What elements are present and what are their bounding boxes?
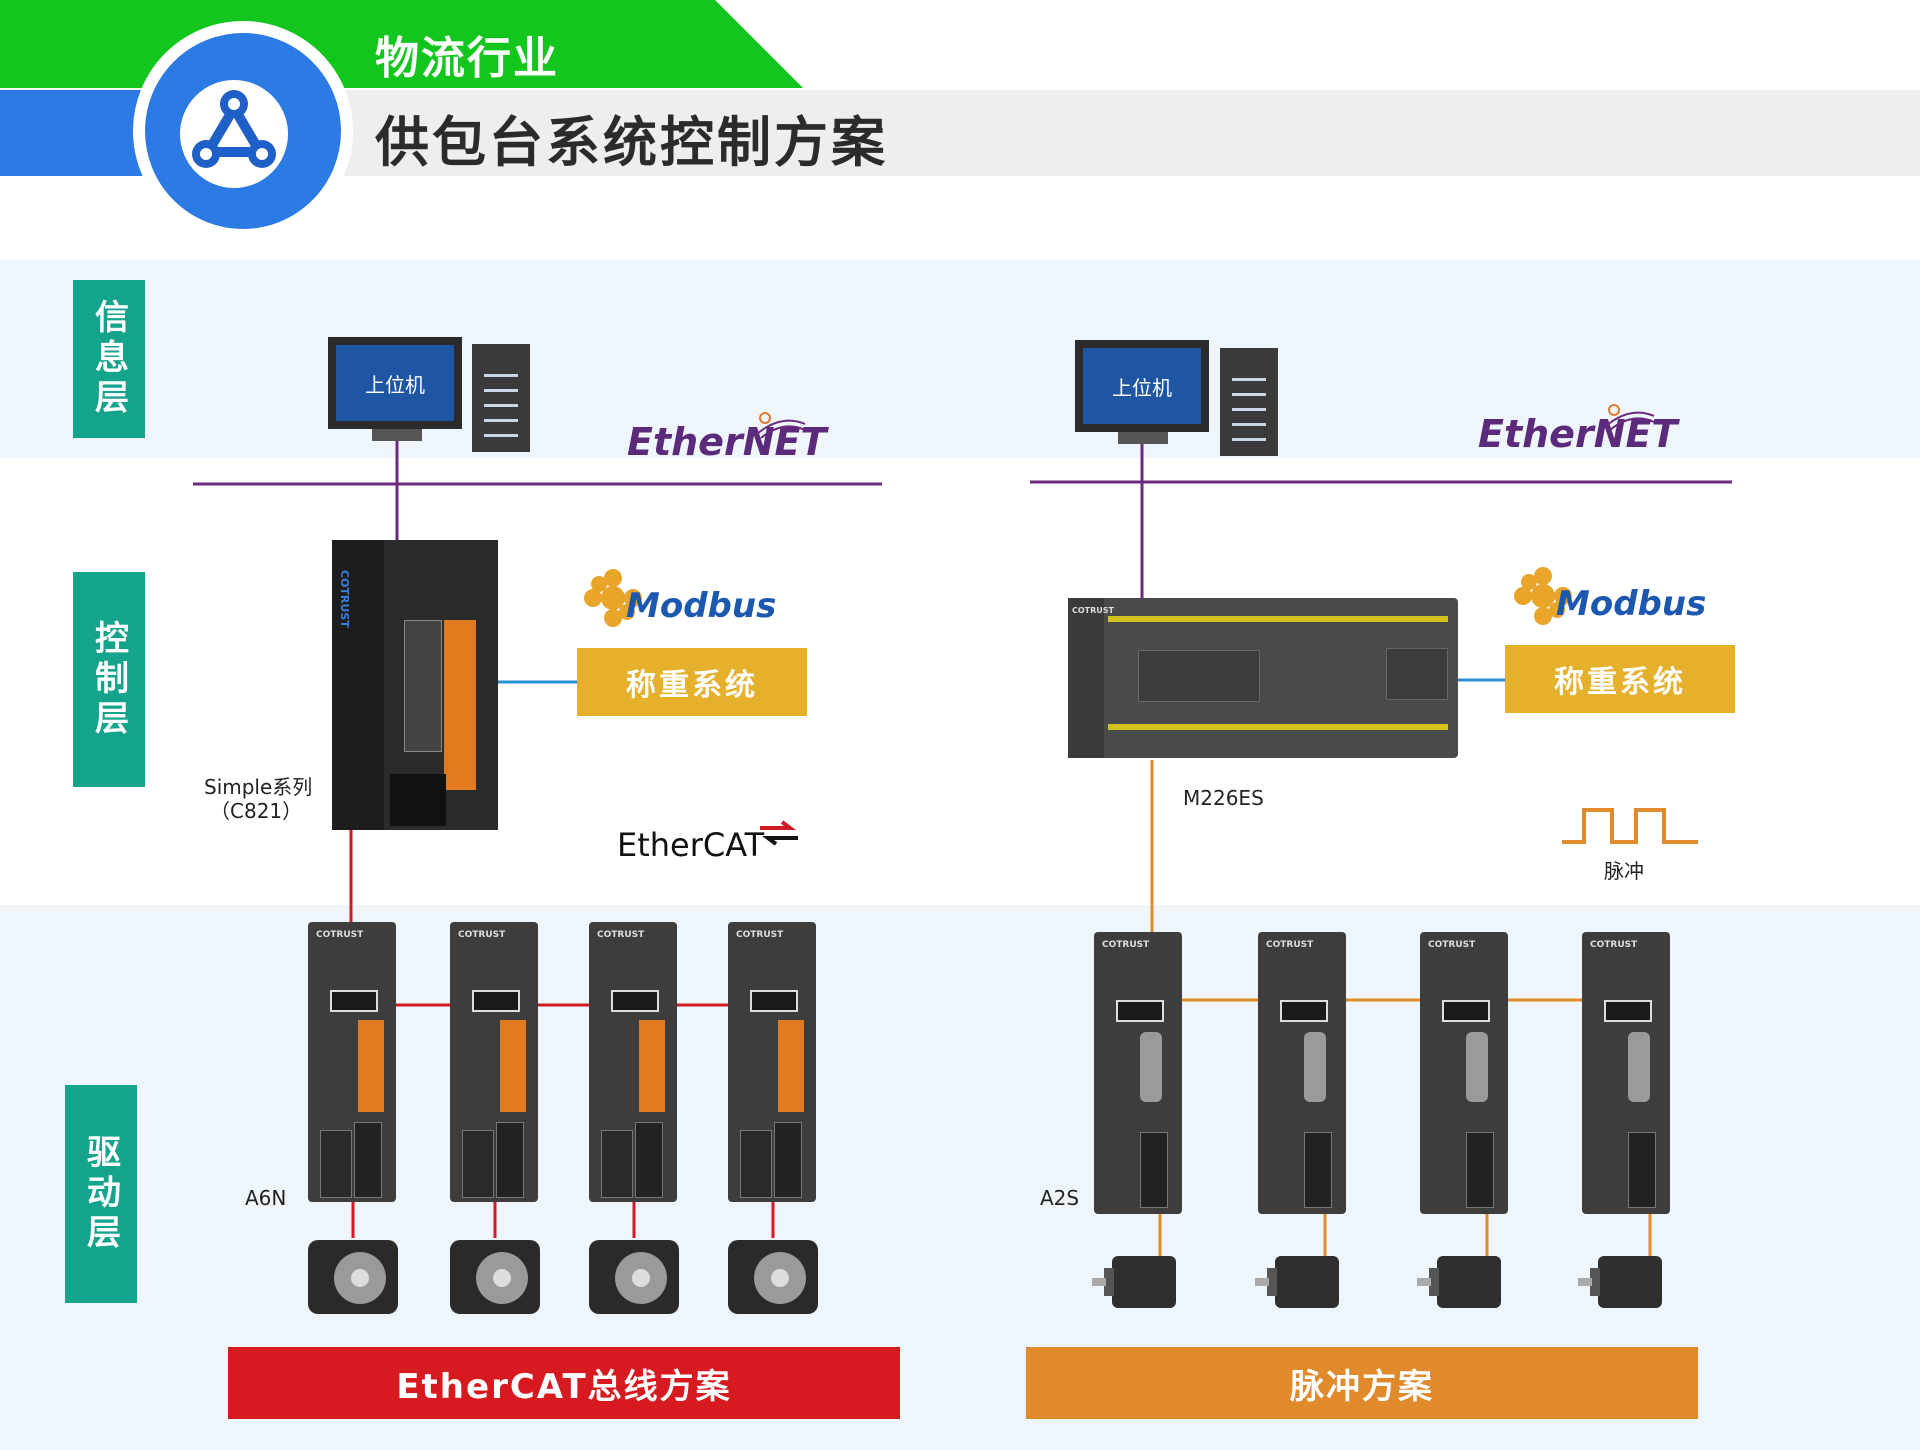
a2s-drive-1: COTRUST	[1094, 932, 1182, 1214]
drive-brand: COTRUST	[1428, 940, 1476, 950]
m226es-controller: COTRUST	[1068, 598, 1458, 758]
a6n-drive-3: COTRUST	[589, 922, 677, 1202]
left-server-tower	[472, 344, 530, 452]
ethercat-arrows-icon	[760, 820, 798, 846]
servo-motor-icon	[1417, 1256, 1501, 1308]
simple-c821-controller: COTRUST	[332, 540, 498, 830]
right-server-tower	[1220, 348, 1278, 456]
left-weighing-system: 称重系统	[577, 648, 807, 716]
drive-brand: COTRUST	[1590, 940, 1638, 950]
a2s-drive-4: COTRUST	[1582, 932, 1670, 1214]
controller-brand: COTRUST	[338, 570, 351, 628]
right-ethernet-swoosh-icon	[1605, 404, 1655, 431]
ethercat-logo: EtherCAT	[617, 826, 765, 864]
industry-title: 物流行业	[375, 33, 559, 84]
header-title-bar	[160, 90, 1920, 176]
servo-motor-icon	[1255, 1256, 1339, 1308]
servo-motor-icon	[589, 1240, 679, 1314]
right-modbus-logo: Modbus	[1556, 584, 1707, 624]
drive-brand: COTRUST	[1266, 940, 1314, 950]
servo-motor-icon	[308, 1240, 398, 1314]
servo-motor-icon	[728, 1240, 818, 1314]
page-title: 供包台系统控制方案	[375, 111, 888, 174]
right-host-monitor: 上位机	[1075, 340, 1209, 432]
a6n-drive-1: COTRUST	[308, 922, 396, 1202]
left-modbus-logo: Modbus	[626, 586, 777, 626]
servo-motor-icon	[450, 1240, 540, 1314]
servo-motor-icon	[1578, 1256, 1662, 1308]
m226es-label: M226ES	[1183, 786, 1264, 810]
a6n-drive-4: COTRUST	[728, 922, 816, 1202]
left-host-label: 上位机	[336, 345, 454, 421]
a6n-drive-2: COTRUST	[450, 922, 538, 1202]
controller-model-label: （C821）	[210, 799, 303, 823]
ethercat-scheme-banner: EtherCAT总线方案	[228, 1347, 900, 1419]
drive-brand: COTRUST	[597, 930, 645, 940]
right-modbus-flower-icon	[1514, 567, 1572, 625]
left-host-monitor: 上位机	[328, 337, 462, 429]
info-layer-label: 信息层	[73, 280, 145, 438]
a2s-drive-3: COTRUST	[1420, 932, 1508, 1214]
a6n-label: A6N	[245, 1186, 287, 1210]
right-host-label: 上位机	[1083, 348, 1201, 424]
header-industry-bar	[0, 0, 803, 88]
right-weighing-system: 称重系统	[1505, 645, 1735, 713]
drive-layer-label: 驱动层	[65, 1085, 137, 1303]
pulse-label: 脉冲	[1604, 859, 1644, 883]
pulse-scheme-banner: 脉冲方案	[1026, 1347, 1698, 1419]
info-layer-band	[0, 260, 1920, 458]
plc-brand: COTRUST	[1072, 606, 1115, 615]
pulse-waveform-icon	[1562, 808, 1698, 844]
network-logo-icon	[192, 90, 276, 168]
a2s-label: A2S	[1040, 1186, 1080, 1210]
drive-brand: COTRUST	[736, 930, 784, 940]
drive-brand: COTRUST	[1102, 940, 1150, 950]
drive-brand: COTRUST	[316, 930, 364, 940]
left-modbus-flower-icon	[584, 569, 642, 627]
left-monitor-stand	[372, 429, 422, 441]
right-monitor-stand	[1118, 432, 1168, 444]
a2s-drive-2: COTRUST	[1258, 932, 1346, 1214]
servo-motor-icon	[1092, 1256, 1176, 1308]
left-ethernet-swoosh-icon	[756, 412, 806, 439]
controller-series-label: Simple系列	[204, 775, 313, 799]
drive-brand: COTRUST	[458, 930, 506, 940]
control-layer-label: 控制层	[73, 572, 145, 787]
